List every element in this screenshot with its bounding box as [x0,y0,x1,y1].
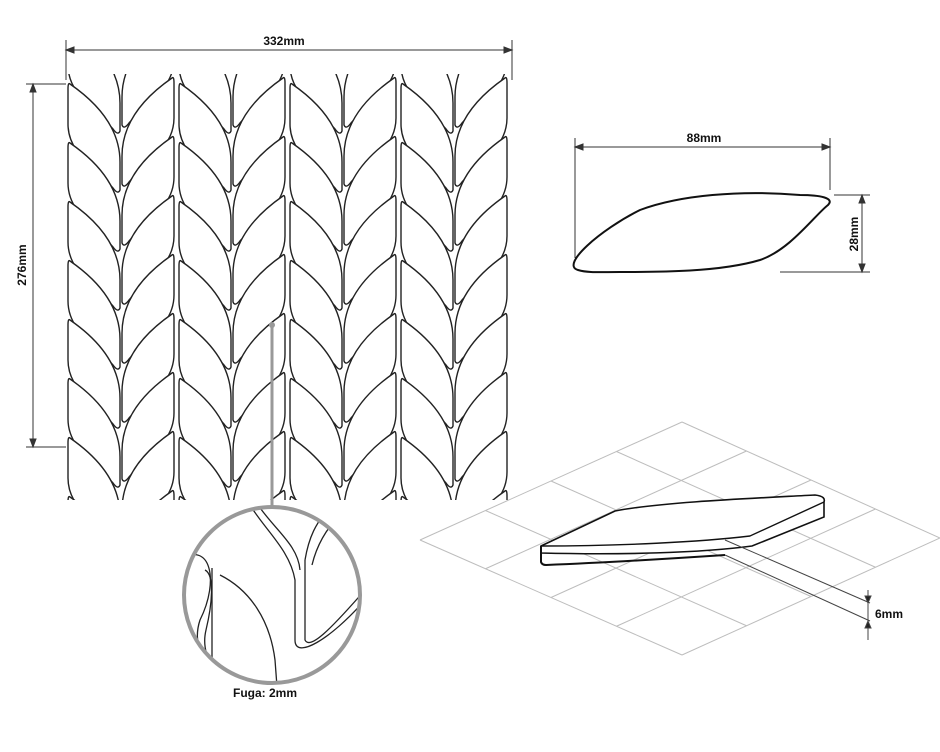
leaf-tile [400,377,454,488]
leaf-tile [178,259,232,370]
leaf-tile [343,253,397,364]
grid-line [419,539,683,656]
leaf-tile [67,200,121,311]
leaf-tile [289,318,343,429]
leaf-tile [400,259,454,370]
leaf-tile [269,489,286,500]
tile-width-label: 28mm [847,217,861,252]
leaf-tile [178,377,232,488]
grid-line [681,537,940,656]
leaf-tile [343,76,397,187]
leaf-tile [232,76,286,187]
leaf-tile [121,194,175,305]
leaf-tile [343,430,397,500]
leaf-mosaic-panel [67,74,508,500]
leaf-tile [400,495,409,500]
leaf-tile [400,141,454,252]
leaf-tile [289,82,343,193]
leaf-tile [232,253,286,364]
leaf-tile [454,312,508,423]
leaf-tile [67,318,121,429]
leaf-tile [400,436,452,500]
tile-length-label: 88mm [687,131,722,145]
leaf-tile [343,135,397,246]
leaf-tile [400,200,454,311]
panel-width-dimension [64,40,514,80]
panel-width-label: 332mm [263,34,304,48]
leaf-tile [289,200,343,311]
leaf-tile [67,141,121,252]
grid-line [485,510,747,627]
leaf-tile [121,135,175,246]
leaf-tile [67,259,121,370]
leaf-tile [380,489,397,500]
tile-length-dimension [573,138,832,258]
leaf-tile [67,82,121,193]
leaf-tile [232,194,286,305]
leaf-tile [178,436,230,500]
leaf-tile [454,371,508,482]
leaf-tile [491,489,508,500]
tile-thickness-dimension [724,539,872,640]
leaf-tile [343,312,397,423]
panel-height-label: 276mm [15,244,29,285]
joint-callout [182,322,362,685]
leaf-tile [158,489,175,500]
leaf-tile [289,377,343,488]
leaf-tile [67,495,76,500]
leaf-tile [454,76,508,187]
leaf-tile [454,194,508,305]
leaf-tile [178,318,232,429]
leaf-tile [289,259,343,370]
leaf-tile [289,495,298,500]
single-leaf-tile [572,192,831,274]
tile-width-dimension [780,193,870,274]
leaf-tile [343,371,397,482]
isometric-tile [540,494,826,567]
leaf-tile [67,377,121,488]
leaf-tile [232,135,286,246]
joint-label: Fuga: 2mm [233,686,297,700]
leaf-tile [121,76,175,187]
leaf-tile [121,312,175,423]
leaf-tile [454,253,508,364]
leaf-tile [400,82,454,193]
tile-thickness-label: 6mm [875,607,903,621]
leaf-tile [454,430,508,500]
grid-line [616,508,876,627]
leaf-tile [121,253,175,364]
leaf-tile [178,82,232,193]
leaf-tile [178,200,232,311]
leaf-tile [67,436,119,500]
leaf-tile [400,318,454,429]
leaf-tile [289,436,341,500]
leaf-tile [343,194,397,305]
leaf-tile [289,141,343,252]
leaf-tile [454,135,508,246]
leaf-tile [121,430,175,500]
panel-height-dimension [26,82,66,449]
leaf-tile [178,141,232,252]
leaf-tile [178,495,187,500]
leaf-tile [121,371,175,482]
